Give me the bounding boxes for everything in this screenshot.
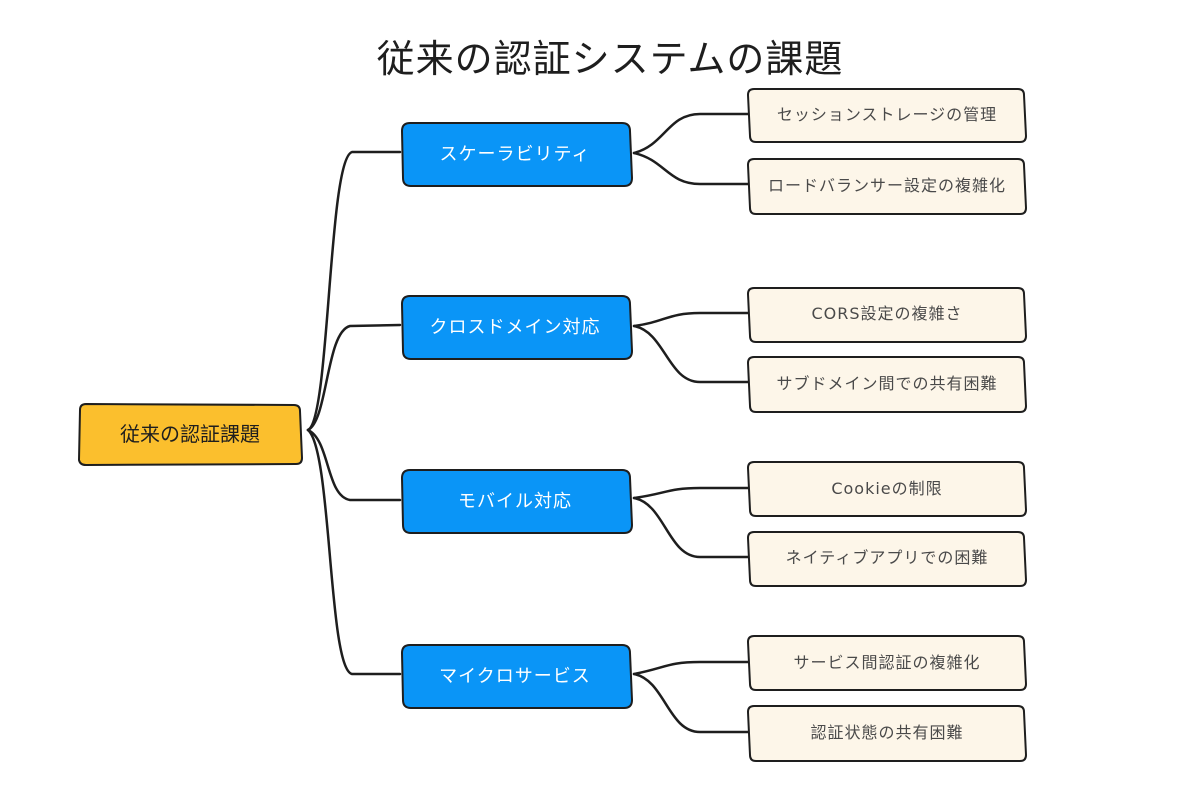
leaf-node-box (746, 531, 1028, 587)
branch-node-box (400, 122, 634, 187)
leaf-node-box (746, 635, 1028, 691)
leaf-node-label: 認証状態の共有困難 (810, 723, 963, 742)
connector-b1-l1 (632, 112, 750, 155)
leaf-node: ロードバランサー設定の複雑化 (746, 158, 1028, 215)
leaf-node: サービス間認証の複雑化 (746, 635, 1028, 691)
leaf-connectors (632, 112, 750, 734)
connector-root-branch-4 (306, 428, 402, 676)
root-connectors (306, 150, 402, 676)
root-node: 従来の認証課題 (77, 402, 304, 467)
leaf-node: 認証状態の共有困難 (746, 705, 1028, 762)
leaf-node-label: CORS設定の複雑さ (811, 304, 962, 323)
branch-node-label: モバイル対応 (458, 491, 572, 512)
branch-node: スケーラビリティ (400, 122, 634, 187)
root-node-box (77, 402, 304, 467)
connector-root-branch-2 (306, 323, 402, 432)
leaf-node-box (746, 158, 1028, 215)
leaf-node-box (746, 705, 1028, 762)
leaf-node-label: Cookieの制限 (831, 479, 942, 498)
leaf-node-box (746, 461, 1028, 517)
leaf-node-label: セッションストレージの管理 (777, 105, 997, 124)
connector-b1-l2 (632, 151, 750, 186)
leaf-node-label: ロードバランサー設定の複雑化 (768, 176, 1006, 195)
branch-node-box (400, 295, 634, 360)
leaf-node: セッションストレージの管理 (746, 88, 1028, 143)
root-node-label: 従来の認証課題 (120, 422, 260, 446)
leaf-node-box (746, 287, 1028, 343)
leaf-node: Cookieの制限 (746, 461, 1028, 517)
leaf-node-box (746, 88, 1028, 143)
branch-node-box (400, 644, 634, 709)
leaf-node-label: サービス間認証の複雑化 (793, 653, 980, 672)
leaf-node: サブドメイン間での共有困難 (746, 356, 1028, 413)
diagram-title: 従来の認証システムの課題 (377, 37, 844, 81)
branch-node-label: スケーラビリティ (440, 144, 591, 165)
connector-root-branch-1 (306, 150, 402, 432)
connector-root-branch-3 (306, 428, 402, 502)
connector-b3-l2 (632, 496, 750, 559)
branch-node: モバイル対応 (400, 469, 634, 534)
leaf-node-box (746, 356, 1028, 413)
connector-b3-l1 (632, 486, 750, 500)
leaf-node: CORS設定の複雑さ (746, 287, 1028, 343)
branch-node-box (400, 469, 634, 534)
connector-b2-l1 (632, 311, 750, 328)
leaf-node-label: ネイティブアプリでの困難 (786, 548, 989, 567)
branch-node-label: クロスドメイン対応 (430, 317, 601, 338)
connector-b2-l2 (632, 324, 750, 384)
leaf-node: ネイティブアプリでの困難 (746, 531, 1028, 587)
leaf-node-label: サブドメイン間での共有困難 (776, 374, 997, 393)
branch-node-label: マイクロサービス (439, 666, 591, 687)
branch-node: クロスドメイン対応 (400, 295, 634, 360)
connector-b4-l2 (632, 672, 750, 734)
branch-node: マイクロサービス (400, 644, 634, 709)
connector-b4-l1 (632, 660, 750, 676)
